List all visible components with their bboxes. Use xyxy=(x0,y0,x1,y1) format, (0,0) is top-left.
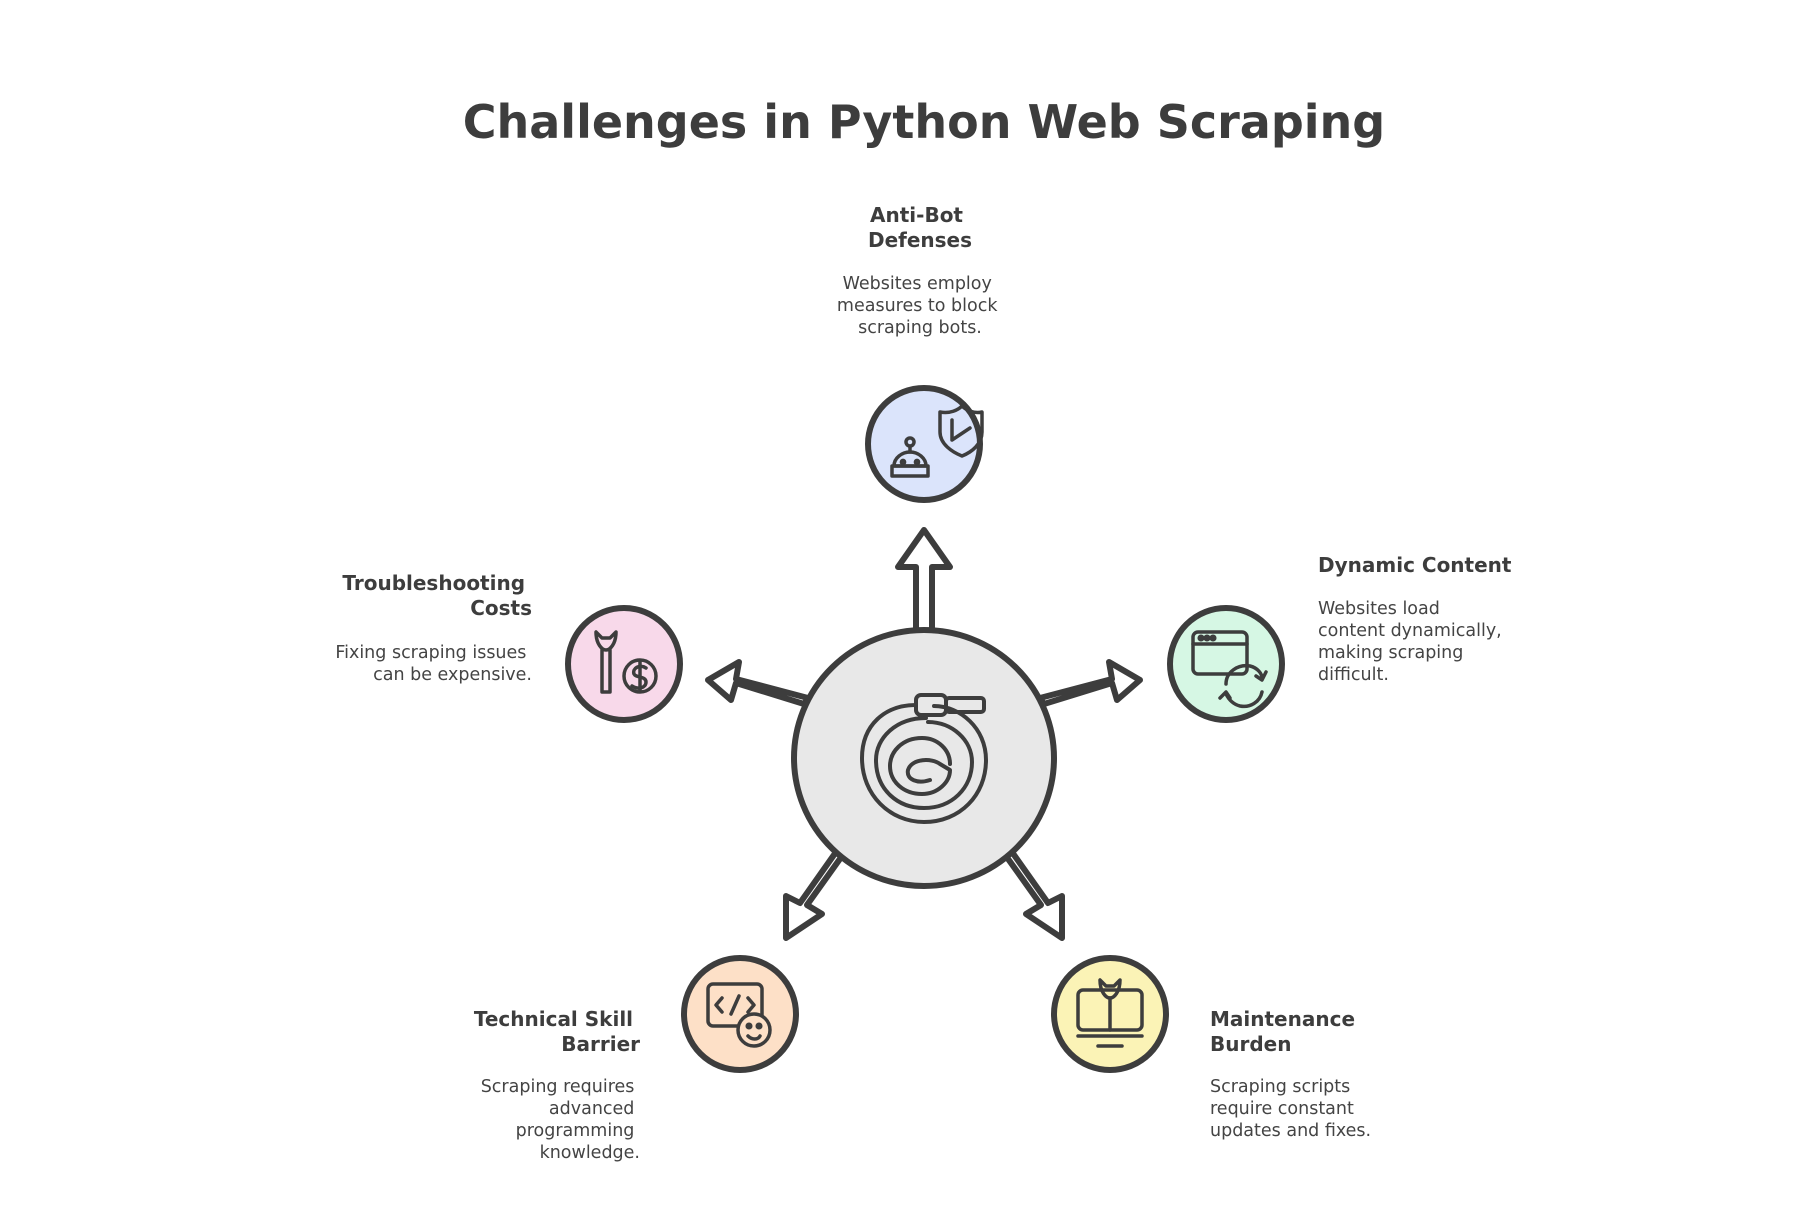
heading-troubleshooting: Troubleshooting Costs xyxy=(342,571,532,620)
heading-line: Defenses xyxy=(868,228,972,252)
description-anti-bot: Websites employ measures to block scrapi… xyxy=(837,274,1003,338)
arrow-maintenance xyxy=(1003,849,1065,941)
heading-line: Barrier xyxy=(561,1032,640,1056)
node-circle-troubleshooting xyxy=(565,605,683,723)
node-circle-dynamic-content xyxy=(1167,605,1285,723)
description-line: making scraping xyxy=(1318,643,1463,663)
hub-circle xyxy=(791,627,1057,889)
description-line: can be expensive. xyxy=(373,665,532,685)
connector-arrows xyxy=(705,527,1143,941)
label-dynamic-content: Dynamic Content Websites load content dy… xyxy=(1318,553,1512,685)
label-maintenance: Maintenance Burden Scraping scripts requ… xyxy=(1210,1007,1371,1141)
browser-refresh-icon xyxy=(1191,630,1268,709)
label-technical-skill: Technical Skill Barrier Scraping require… xyxy=(474,1007,640,1163)
description-line: measures to block xyxy=(837,296,998,316)
description-technical-skill: Scraping requires advanced programming k… xyxy=(481,1077,640,1163)
wrench-coin-icon xyxy=(594,630,658,694)
description-dynamic-content: Websites load content dynamically, makin… xyxy=(1318,599,1507,685)
description-line: knowledge. xyxy=(540,1143,640,1163)
arrow-troubleshooting xyxy=(705,659,811,707)
robot-shield-icon xyxy=(890,404,984,478)
description-maintenance: Scraping scripts require constant update… xyxy=(1210,1077,1371,1141)
monitor-wrench-icon xyxy=(1076,978,1144,1048)
description-line: require constant xyxy=(1210,1099,1354,1119)
heading-line: Maintenance xyxy=(1210,1007,1355,1031)
description-line: Fixing scraping issues xyxy=(335,643,526,663)
node-troubleshooting xyxy=(565,605,683,723)
node-dynamic-content xyxy=(1167,605,1285,723)
description-line: advanced xyxy=(549,1099,635,1119)
node-technical-skill xyxy=(681,955,799,1073)
arrow-anti-bot xyxy=(895,527,953,635)
description-line: scraping bots. xyxy=(858,318,982,338)
heading-line: Troubleshooting xyxy=(342,571,525,595)
coiled-cable-icon xyxy=(860,693,988,824)
heading-dynamic-content: Dynamic Content xyxy=(1318,553,1512,577)
description-line: programming xyxy=(516,1121,635,1141)
node-maintenance xyxy=(1051,955,1169,1073)
diagram-title: Challenges in Python Web Scraping xyxy=(463,95,1385,149)
heading-line: Costs xyxy=(470,596,532,620)
description-line: Scraping requires xyxy=(481,1077,635,1097)
arrow-technical-skill xyxy=(783,849,845,941)
heading-technical-skill: Technical Skill Barrier xyxy=(474,1007,640,1056)
center-hub xyxy=(791,627,1057,889)
description-line: updates and fixes. xyxy=(1210,1121,1371,1141)
code-person-icon xyxy=(706,982,772,1048)
heading-line: Technical Skill xyxy=(474,1007,633,1031)
heading-line: Anti-Bot xyxy=(870,203,963,227)
description-line: difficult. xyxy=(1318,665,1389,685)
description-line: Websites employ xyxy=(843,274,992,294)
arrow-dynamic-content xyxy=(1037,659,1143,707)
heading-line: Dynamic Content xyxy=(1318,553,1512,577)
label-anti-bot: Anti-Bot Defenses Websites employ measur… xyxy=(837,203,1003,338)
heading-maintenance: Maintenance Burden xyxy=(1210,1007,1362,1056)
node-circle-technical-skill xyxy=(681,955,799,1073)
description-troubleshooting: Fixing scraping issues can be expensive. xyxy=(335,643,532,685)
label-troubleshooting: Troubleshooting Costs Fixing scraping is… xyxy=(335,571,532,685)
description-line: content dynamically, xyxy=(1318,621,1502,641)
heading-anti-bot: Anti-Bot Defenses xyxy=(868,203,972,252)
heading-line: Burden xyxy=(1210,1032,1291,1056)
description-line: Scraping scripts xyxy=(1210,1077,1350,1097)
description-line: Websites load xyxy=(1318,599,1440,619)
node-anti-bot xyxy=(865,385,984,503)
